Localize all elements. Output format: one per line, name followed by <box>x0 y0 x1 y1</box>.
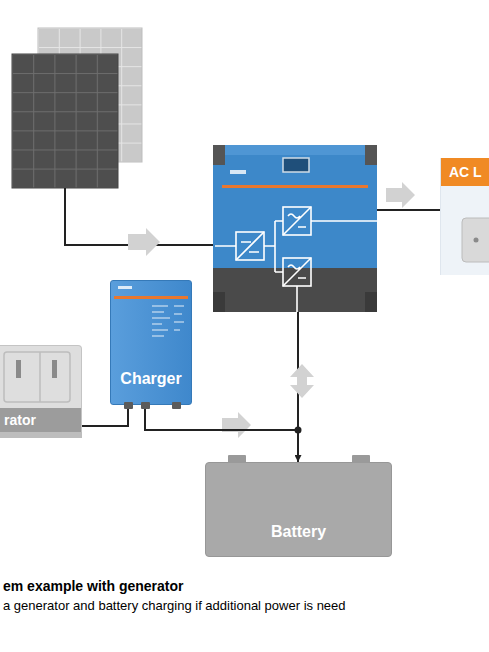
inverter-display <box>283 158 309 172</box>
ac-wire <box>377 209 441 211</box>
battery-box: Battery <box>205 462 392 557</box>
node-label: Battery <box>271 523 326 541</box>
wire-connector <box>145 405 298 462</box>
socket <box>462 218 489 262</box>
node-label: rator <box>4 408 36 432</box>
inverter-corner <box>365 145 377 165</box>
figure-title: em example with generator <box>3 578 184 594</box>
load-box: AC L <box>440 158 489 275</box>
inverter-logo <box>230 170 246 174</box>
charger-box: Charger <box>110 280 192 405</box>
charger-logo <box>118 286 132 289</box>
generator-box: rator <box>0 345 82 438</box>
battery-terminals <box>228 455 370 463</box>
flow-arrow <box>128 228 160 256</box>
charger-stripe <box>114 296 188 299</box>
charger-panel-lines <box>152 306 184 336</box>
charger-terminals <box>124 402 181 409</box>
node-label: Charger <box>120 370 181 388</box>
inverter-corner <box>365 292 377 312</box>
converter-symbols <box>215 207 377 312</box>
inverter-corner <box>213 145 225 165</box>
flow-arrow <box>386 182 415 208</box>
node-label: AC L <box>441 158 482 186</box>
inverter-unit <box>213 145 377 312</box>
wire-connector <box>82 405 128 426</box>
inverter-body <box>213 145 377 312</box>
flow-arrow <box>222 412 251 438</box>
generator-details <box>0 352 82 438</box>
bidirectional-arrow <box>290 364 314 398</box>
socket-hole <box>474 238 479 243</box>
inverter-stripe <box>222 185 368 188</box>
inverter-corner <box>213 292 225 312</box>
figure-caption: a generator and battery charging if addi… <box>3 598 346 613</box>
solar-panel-front <box>12 54 118 188</box>
inverter-top <box>213 145 377 155</box>
